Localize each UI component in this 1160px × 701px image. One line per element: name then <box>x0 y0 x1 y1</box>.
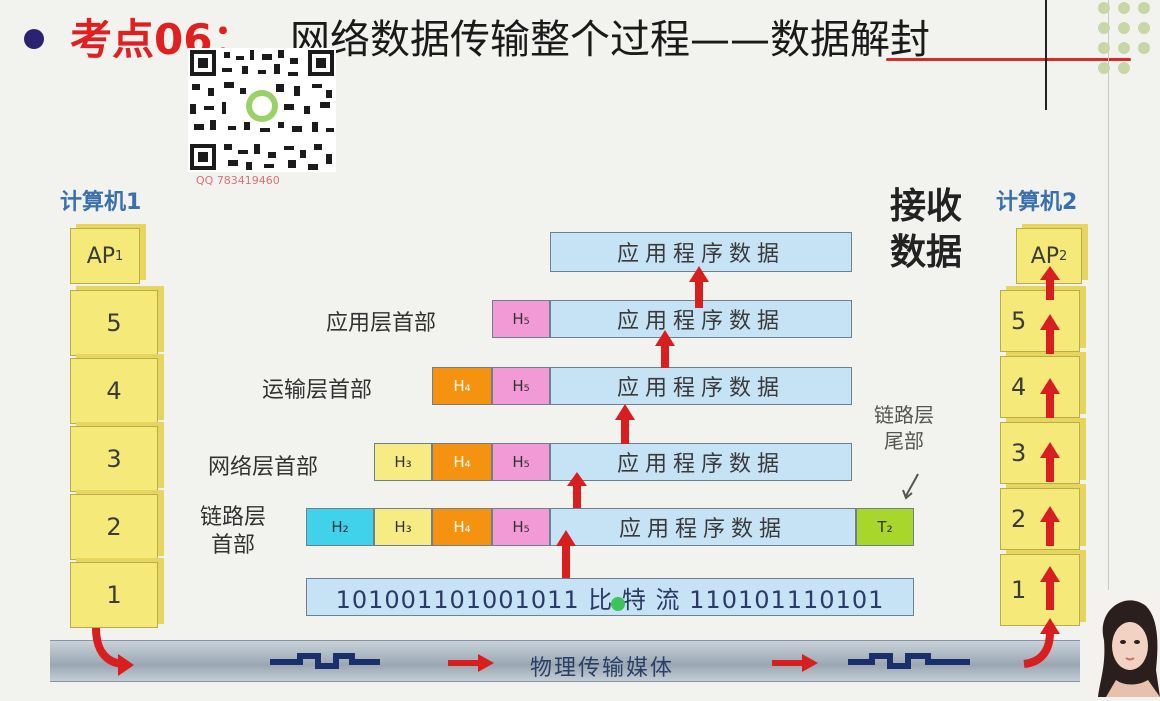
qr-code-image <box>188 48 336 172</box>
transport-row-h5: H₅ <box>492 367 550 405</box>
computer2-layer-4: 4 <box>1000 356 1080 418</box>
transport-row-h4: H₄ <box>432 367 492 405</box>
computer1-down-curve-arrow <box>92 627 123 668</box>
medium-arrow-left <box>448 654 494 672</box>
computer2-ap-sub: 2 <box>1059 248 1068 264</box>
computer2-up-arrows <box>1040 266 1060 610</box>
watermark-caption: QQ 783419460 <box>196 174 280 187</box>
network-layer-header-label: 网络层首部 <box>208 455 319 480</box>
computer1-ap-sub: 1 <box>115 248 124 264</box>
signal-waveform-right <box>848 653 970 669</box>
link-row-t2: T₂ <box>856 508 914 546</box>
network-row-h4: H₄ <box>432 443 492 481</box>
title-bullet <box>24 29 44 49</box>
transport-row-data: 应用程序数据 <box>550 367 852 405</box>
bitstream-bar: 101001101001011 比 特 流 110101110101 <box>306 578 914 616</box>
network-row-data: 应用程序数据 <box>550 443 852 481</box>
link-row-h2: H₂ <box>306 508 374 546</box>
presenter-avatar <box>1086 590 1160 697</box>
page-title: 网络数据传输整个过程——数据解封 <box>290 17 930 63</box>
slide-edge-line <box>1108 0 1109 697</box>
computer2-ap-label: AP <box>1030 243 1060 269</box>
computer2-layer-2: 2 <box>1000 488 1080 550</box>
tail-label-line2: 尾部 <box>884 429 924 453</box>
computer2-layer-1: 1 <box>1000 554 1080 626</box>
network-row-h3: H₃ <box>374 443 432 481</box>
slide-divider-line <box>1045 0 1047 110</box>
receive-label-line2: 数据 <box>890 232 963 273</box>
receive-data-label: 接收 数据 <box>890 184 962 276</box>
computer1-layer-2: 2 <box>70 494 158 560</box>
signal-waveform-left <box>270 653 380 669</box>
link-row-h3: H₃ <box>374 508 432 546</box>
link-row-h5: H₅ <box>492 508 550 546</box>
link-label-line1: 链路层 <box>200 505 267 530</box>
app-row-h5: H₅ <box>492 300 550 338</box>
app-layer-header-label: 应用层首部 <box>326 311 437 336</box>
tail-label-line1: 链路层 <box>874 403 934 427</box>
middle-up-arrows <box>556 266 709 578</box>
link-layer-trailer-label: 链路层 尾部 <box>874 402 934 454</box>
link-label-line2: 首部 <box>211 533 256 558</box>
medium-arrow-right <box>772 654 818 672</box>
transport-layer-header-label: 运输层首部 <box>262 378 373 403</box>
computer2-layer-3: 3 <box>1000 422 1080 484</box>
computer1-label: 计算机1 <box>60 190 142 215</box>
computer1-ap-label: AP <box>86 243 116 269</box>
title-underline <box>886 58 1131 61</box>
computer1-layer-1: 1 <box>70 562 158 628</box>
link-layer-header-label: 链路层 首部 <box>200 504 266 560</box>
pointer-dot <box>611 597 625 611</box>
decorative-dots <box>1098 2 1158 80</box>
computer2-layer-5: 5 <box>1000 290 1080 352</box>
link-row-data: 应用程序数据 <box>550 508 856 546</box>
network-row-h5: H₅ <box>492 443 550 481</box>
computer1-layer-5: 5 <box>70 290 158 356</box>
computer1-layer-4: 4 <box>70 358 158 424</box>
computer1-layer-3: 3 <box>70 426 158 492</box>
physical-medium-label: 物理传输媒体 <box>530 656 675 681</box>
computer2-label: 计算机2 <box>996 190 1078 215</box>
link-row-h4: H₄ <box>432 508 492 546</box>
receive-label-line1: 接收 <box>890 186 963 227</box>
computer2-up-curve-arrow <box>1023 631 1054 668</box>
trailer-pointer-arrow <box>902 473 919 500</box>
